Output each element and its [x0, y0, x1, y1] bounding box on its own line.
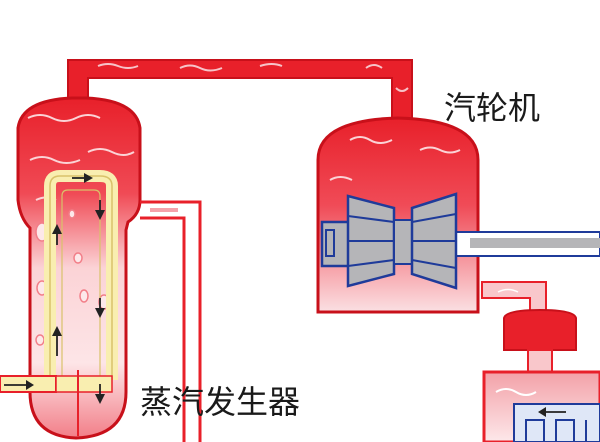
- flow-arrows: [4, 173, 105, 404]
- condenser: [482, 308, 600, 442]
- bubble: [79, 289, 89, 303]
- steam-generator-label: 蒸汽发生器: [140, 383, 301, 421]
- turbine-rotor: [320, 192, 600, 290]
- u-tube-bundle: [44, 170, 118, 380]
- turbine-label: 汽轮机: [444, 89, 541, 127]
- feedwater-pipe: [140, 200, 202, 442]
- bubble: [68, 209, 76, 219]
- bubble: [35, 334, 45, 346]
- bubble: [73, 252, 83, 264]
